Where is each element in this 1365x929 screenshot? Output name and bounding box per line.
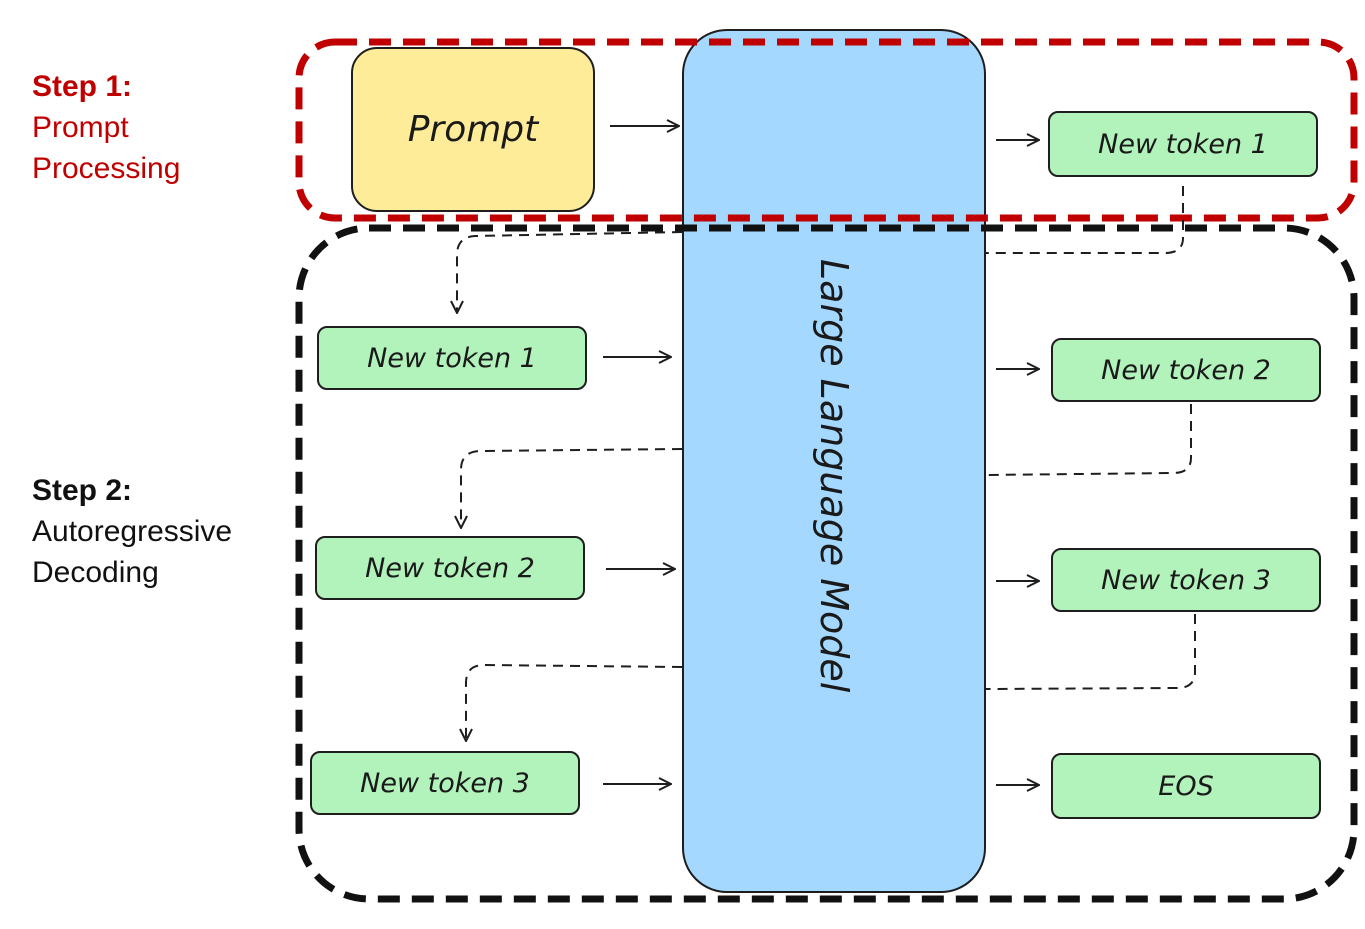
step1-label: Step 1: Prompt Processing	[32, 66, 180, 189]
input-token-3: New token 3	[310, 751, 580, 815]
llm-block	[682, 29, 986, 893]
input-token-2: New token 2	[315, 536, 585, 600]
step1-line2: Processing	[32, 152, 181, 185]
feedback-loop-token1-left	[457, 231, 683, 312]
feedback-loop-token1-right	[986, 186, 1184, 254]
step2-line2: Decoding	[32, 556, 159, 589]
step2-region	[295, 224, 1358, 903]
feedback-loop-token2-right	[985, 404, 1192, 476]
step1-line1: Prompt	[32, 111, 129, 144]
output-eos: EOS	[1051, 753, 1321, 819]
feedback-loop-token3-left	[466, 663, 683, 740]
step2-line1: Autoregressive	[32, 515, 233, 548]
output-token-2: New token 2	[1051, 338, 1321, 402]
output-token-1: New token 1	[1048, 111, 1318, 177]
step1-region	[295, 38, 1358, 222]
prompt-node: Prompt	[351, 47, 595, 212]
feedback-loop-token3-right	[985, 614, 1196, 690]
output-token-3: New token 3	[1051, 548, 1321, 612]
step1-heading: Step 1:	[32, 70, 133, 103]
feedback-loop-token2-left	[461, 448, 683, 527]
input-token-1: New token 1	[317, 326, 587, 390]
llm-label: Large Language Model	[812, 259, 856, 693]
step2-label: Step 2: Autoregressive Decoding	[32, 470, 232, 593]
step2-heading: Step 2:	[32, 474, 133, 507]
